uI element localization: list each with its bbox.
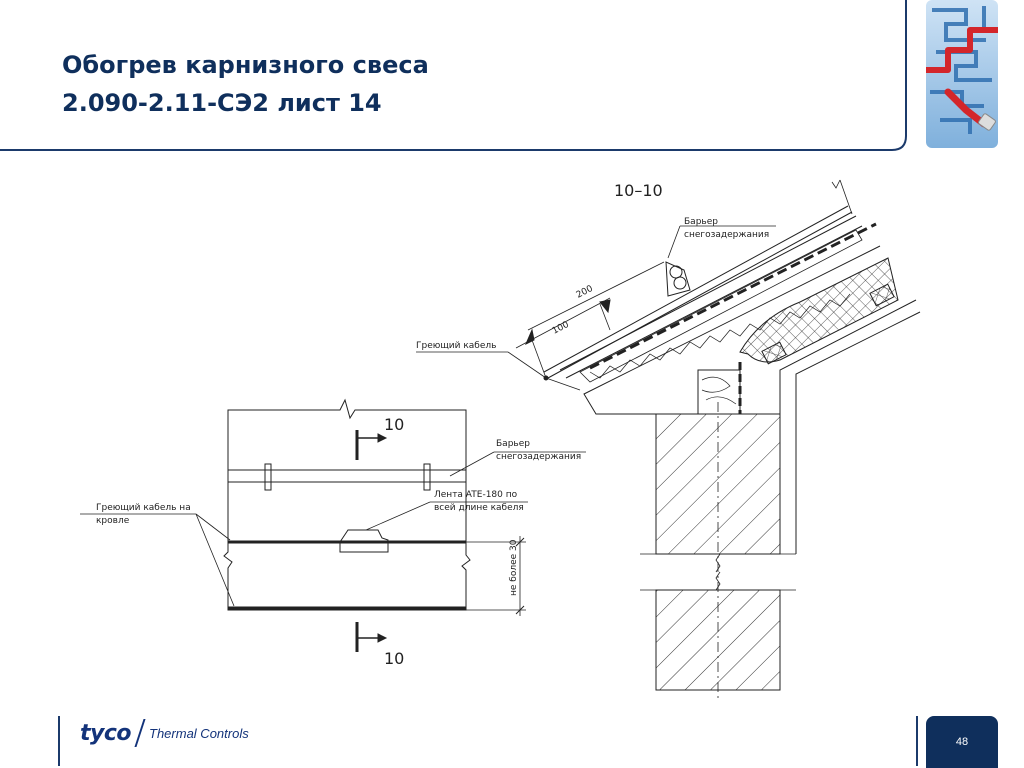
logo-subtitle: Thermal Controls bbox=[149, 725, 249, 741]
section-view bbox=[416, 179, 921, 700]
barrier-plan-label-2: снегозадержания bbox=[496, 452, 581, 462]
cut-mark-top: 10 bbox=[384, 415, 404, 434]
logo-slash bbox=[134, 719, 146, 747]
maze-cable-image bbox=[926, 0, 998, 148]
slide-title: Обогрев карнизного свеса 2.090-2.11-СЭ2 … bbox=[62, 46, 429, 122]
page-number: 48 bbox=[955, 736, 969, 748]
section-label: 10–10 bbox=[614, 181, 663, 200]
footer-divider-right bbox=[916, 716, 918, 766]
barrier-top-label-1: Барьер bbox=[684, 217, 718, 227]
max-30-label: не более 30 bbox=[509, 539, 519, 596]
eave-heating-drawing: 10–10 Барьер снегозадержания Греющий каб… bbox=[80, 179, 921, 700]
logo-brand: tyco bbox=[80, 720, 132, 746]
dim-100: 100 bbox=[551, 320, 571, 337]
tape-label-2: всей длине кабеля bbox=[434, 503, 524, 513]
cable-label: Греющий кабель bbox=[416, 341, 496, 351]
roof-cable-label-2: кровле bbox=[96, 516, 130, 526]
footer-divider-left bbox=[58, 716, 60, 766]
tyco-logo: tyco Thermal Controls bbox=[80, 716, 249, 750]
plan-view bbox=[80, 398, 586, 652]
roof-cable-label-1: Греющий кабель на bbox=[96, 503, 191, 513]
page-number-box: 48 bbox=[926, 716, 998, 768]
cut-mark-bottom: 10 bbox=[384, 649, 404, 668]
barrier-plan-label-1: Барьер bbox=[496, 439, 530, 449]
tape-label-1: Лента ATE-180 по bbox=[434, 490, 518, 500]
slide-title-line1: Обогрев карнизного свеса bbox=[62, 51, 429, 79]
slide-title-line2: 2.090-2.11-СЭ2 лист 14 bbox=[62, 89, 382, 117]
barrier-top-label-2: снегозадержания bbox=[684, 230, 769, 240]
header-frame bbox=[0, 0, 907, 151]
